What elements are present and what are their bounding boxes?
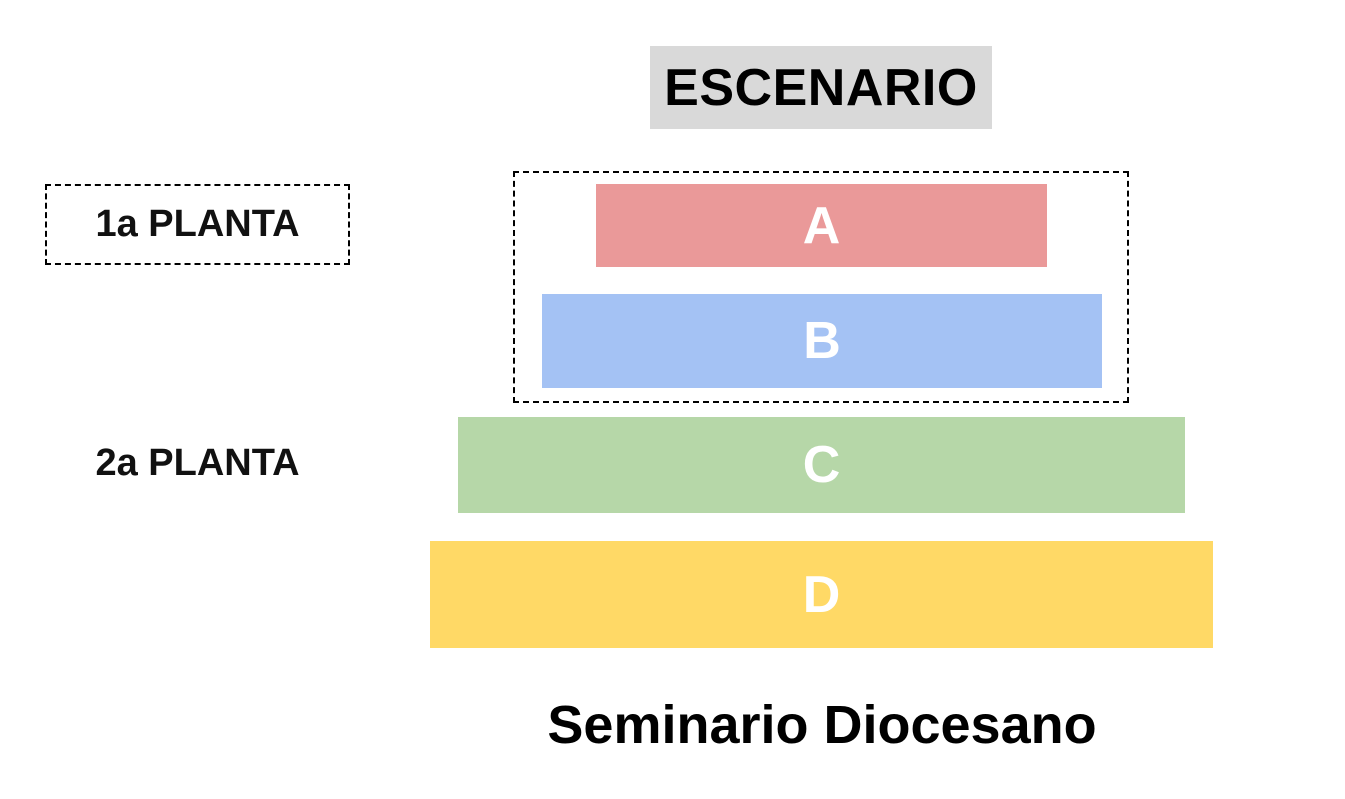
stage-label: ESCENARIO [650,46,992,129]
section-b: B [542,294,1102,388]
venue-name: Seminario Diocesano [547,695,1097,755]
floor-2-label: 2a PLANTA [95,441,300,484]
floor-1-label: 1a PLANTA [45,184,350,265]
section-a: A [596,184,1047,267]
floor-1-sections-outline [513,171,1129,403]
section-c: C [458,417,1185,513]
section-d: D [430,541,1213,648]
